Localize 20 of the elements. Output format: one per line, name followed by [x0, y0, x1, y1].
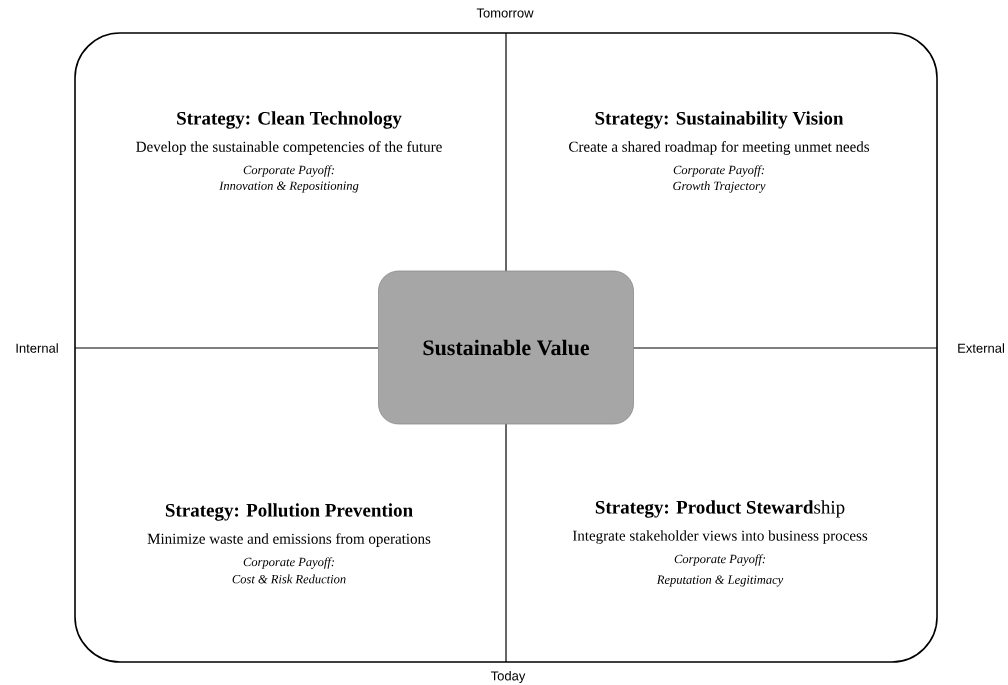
strategy-description: Integrate stakeholder views into business process [571, 529, 869, 545]
payoff-text: Corporate Payoff: [242, 164, 336, 178]
payoff-text: Corporate Payoff: [672, 164, 766, 178]
strategy-description: Develop the sustainable competencies of the future [134, 140, 444, 156]
payoff-text: Cost & Risk Reduction [230, 573, 348, 585]
axis-label: Internal [14, 342, 60, 354]
payoff-text: Reputation & Legitimacy [655, 574, 785, 588]
axis-label: Tomorrow [475, 7, 535, 19]
center-box: Sustainable Value [378, 270, 634, 425]
payoff-text: Growth Trajectory [671, 180, 767, 194]
axis-label: Today [489, 669, 527, 685]
payoff-text: Corporate Payoff: [242, 556, 336, 570]
strategy-heading: Strategy: Product Stewardship [593, 499, 847, 519]
axis-label: External [956, 342, 1006, 354]
strategy-description: Create a shared roadmap for meeting unmet needs [567, 140, 871, 156]
payoff-text: Corporate Payoff: [673, 553, 767, 567]
strategy-heading: Strategy: Sustainability Vision [593, 110, 845, 130]
strategy-heading: Strategy: Pollution Prevention [163, 502, 415, 522]
strategy-description: Minimize waste and emissions from operations [146, 532, 432, 548]
strategy-heading: Strategy: Clean Technology [175, 110, 403, 130]
